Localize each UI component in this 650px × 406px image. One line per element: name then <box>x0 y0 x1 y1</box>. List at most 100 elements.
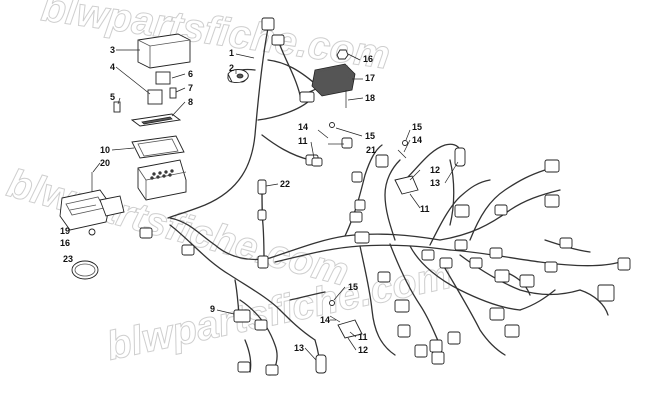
connector-left-a <box>139 227 153 239</box>
connector-right-c <box>544 159 560 173</box>
connector-top-a <box>261 17 275 31</box>
part-16-nut-right <box>336 49 349 60</box>
callout-11-top: 11 <box>298 136 308 146</box>
part-16-nut-left <box>88 228 96 236</box>
connector-9 <box>233 309 251 323</box>
callout-14-right: 14 <box>412 135 422 145</box>
connector-right-d <box>544 194 560 208</box>
connector-mid-r <box>454 239 468 251</box>
callout-3: 3 <box>110 45 115 55</box>
part-21 <box>341 137 353 149</box>
callout-13-right: 13 <box>430 178 440 188</box>
part-14-c <box>329 315 341 323</box>
connector-mid-e <box>349 211 363 223</box>
callout-15-right: 15 <box>412 122 422 132</box>
callout-5: 5 <box>110 92 115 102</box>
connector-mid-v <box>519 274 535 288</box>
connector-22-end <box>257 255 269 269</box>
callout-12-right: 12 <box>430 165 440 175</box>
connector-top-b <box>271 34 285 46</box>
part-14-b <box>397 149 407 159</box>
callout-23: 23 <box>63 254 73 264</box>
connector-bottom-a <box>237 361 251 373</box>
connector-left-b <box>181 244 195 256</box>
connector-mid-q <box>439 257 453 269</box>
callout-10: 10 <box>100 145 110 155</box>
connector-mid-o <box>489 307 505 321</box>
callout-16-left: 16 <box>60 238 70 248</box>
connector-mid-s <box>469 257 483 269</box>
part-fuse-block-base <box>137 159 187 201</box>
part-1-2-boot <box>227 69 249 83</box>
connector-9b <box>254 319 268 331</box>
connector-mid-g <box>377 271 391 283</box>
connector-mid-d <box>354 199 366 211</box>
connector-mid-f <box>354 231 370 244</box>
part-4-relay <box>147 89 163 105</box>
part-19-ecu <box>59 189 125 231</box>
connector-bottom-b <box>265 364 279 376</box>
connector-reg-a <box>299 91 315 103</box>
connector-mid-l <box>447 331 461 345</box>
callout-17: 17 <box>365 73 375 83</box>
part-5-fuse <box>113 101 121 113</box>
connector-mid-k <box>429 339 443 353</box>
parts <box>59 33 419 339</box>
callout-22: 22 <box>280 179 290 189</box>
leader-lines <box>92 49 459 361</box>
connector-right-h <box>597 284 615 302</box>
part-15-c <box>329 300 335 306</box>
connector-13a <box>454 147 466 167</box>
callout-13-bottom: 13 <box>294 343 304 353</box>
part-10-seal-frame <box>131 135 185 159</box>
part-17-regulator <box>311 63 356 97</box>
connector-right-f <box>544 261 558 273</box>
callout-8: 8 <box>188 97 193 107</box>
callout-11-bottom: 11 <box>358 332 368 342</box>
callout-19: 19 <box>60 226 70 236</box>
connector-right-a <box>454 204 470 218</box>
connector-mid-n <box>504 324 520 338</box>
callout-labels: 1 2 3 4 5 6 7 8 10 20 19 16 23 16 17 18 … <box>60 45 440 355</box>
connector-mid-i <box>397 324 411 338</box>
callout-1: 1 <box>229 48 234 58</box>
part-14-a <box>317 129 329 139</box>
part-12-a <box>394 175 419 195</box>
callout-11-right: 11 <box>420 204 430 214</box>
connector-mid-u <box>494 269 510 283</box>
callout-7: 7 <box>188 83 193 93</box>
part-6-relay <box>155 71 171 85</box>
connector-13b <box>315 354 327 374</box>
connector-11a <box>311 157 323 167</box>
callout-16-right: 16 <box>363 54 373 64</box>
callout-15-bottom: 15 <box>348 282 358 292</box>
callout-21: 21 <box>366 145 376 155</box>
part-3-fuse-box-cover <box>137 33 191 69</box>
connector-mid-c <box>351 171 363 183</box>
connector-mid-j <box>414 344 428 358</box>
callout-12-bottom: 12 <box>358 345 368 355</box>
connector-mid-m <box>431 351 445 365</box>
part-22-sensor <box>257 179 267 221</box>
callout-15-top: 15 <box>365 131 375 141</box>
callout-4: 4 <box>110 62 115 72</box>
part-8-fuse-plate <box>130 113 182 127</box>
callout-9: 9 <box>210 304 215 314</box>
connector-right-b <box>494 204 508 216</box>
connector-mid-b <box>375 154 389 168</box>
part-12-b <box>337 319 363 339</box>
callout-14-bottom: 14 <box>320 315 330 325</box>
part-15-a <box>329 122 335 128</box>
callout-2: 2 <box>229 63 234 73</box>
callout-14-top: 14 <box>298 122 308 132</box>
part-7-fuse <box>169 87 177 99</box>
connector-right-e <box>559 237 573 249</box>
callout-18: 18 <box>365 93 375 103</box>
connector-mid-t <box>489 247 503 259</box>
connector-right-g <box>617 257 631 271</box>
harness-connectors <box>139 17 631 376</box>
callout-20: 20 <box>100 158 110 168</box>
connector-mid-h <box>394 299 410 313</box>
part-15-b <box>402 140 408 146</box>
